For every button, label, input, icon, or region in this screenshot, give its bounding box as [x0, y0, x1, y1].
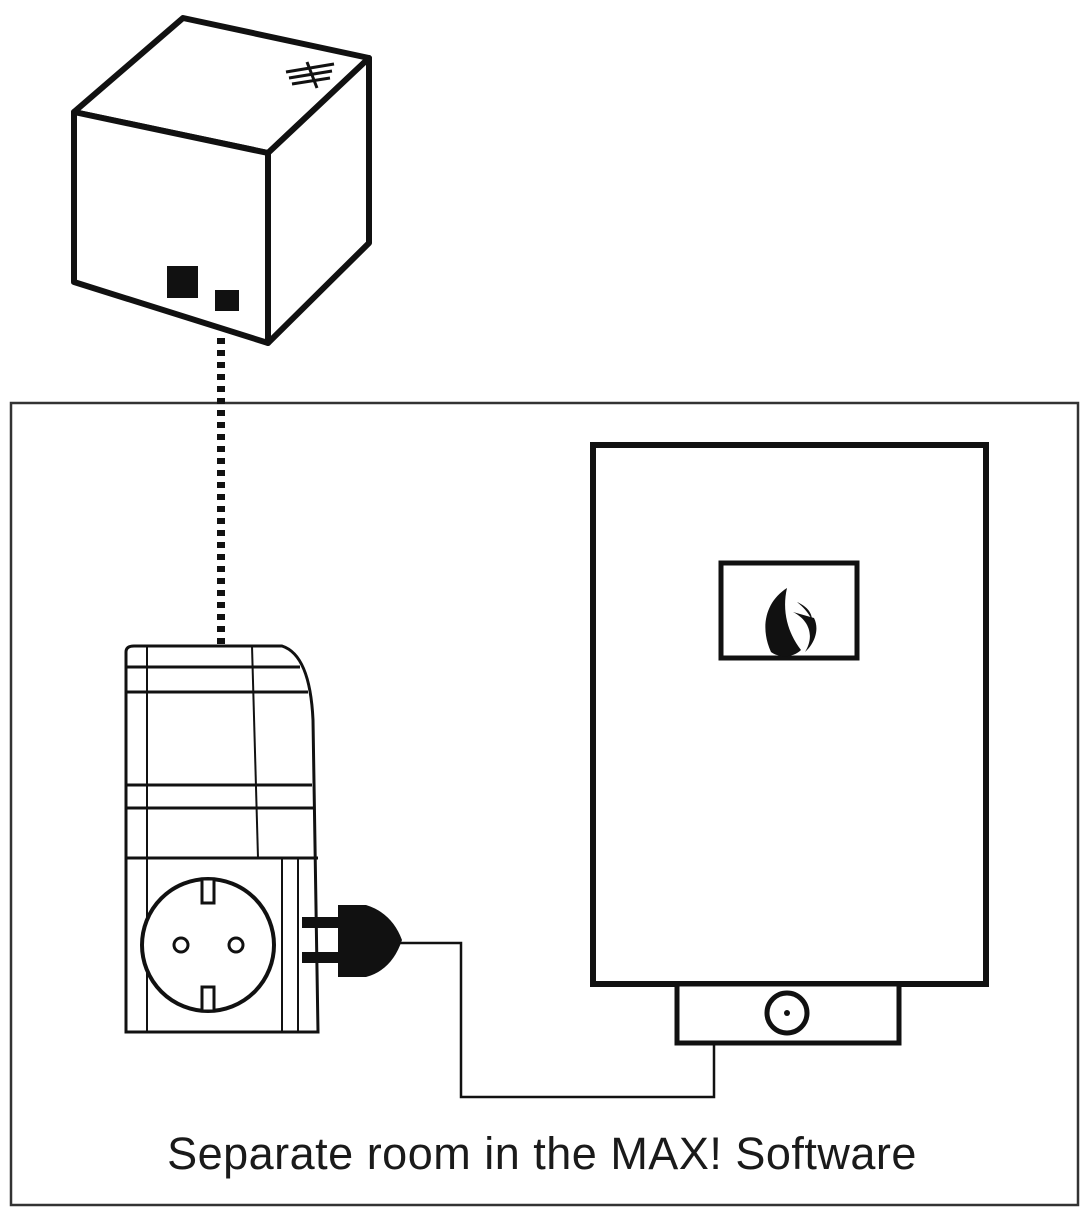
room-frame: [9, 401, 1080, 1207]
plug-head: [338, 905, 402, 977]
plug-adapter-icon: [124, 644, 320, 1034]
cube-side-face: [265, 55, 372, 346]
power-plug-icon: [302, 905, 402, 977]
cube-usb-port: [215, 290, 239, 311]
cube-logo-icon: [285, 61, 335, 89]
max-cube-icon: [71, 15, 372, 346]
boiler-body: [590, 442, 989, 987]
plug-pin-top: [302, 917, 342, 928]
flame-icon: [765, 588, 817, 657]
room-caption: Separate room in the MAX! Software: [167, 1128, 917, 1179]
boiler-icon: [590, 442, 989, 1046]
plug-pin-bottom: [302, 952, 342, 963]
socket-outlet-icon: [140, 877, 276, 1013]
cube-network-port: [167, 266, 198, 298]
power-cable: [400, 941, 716, 1099]
